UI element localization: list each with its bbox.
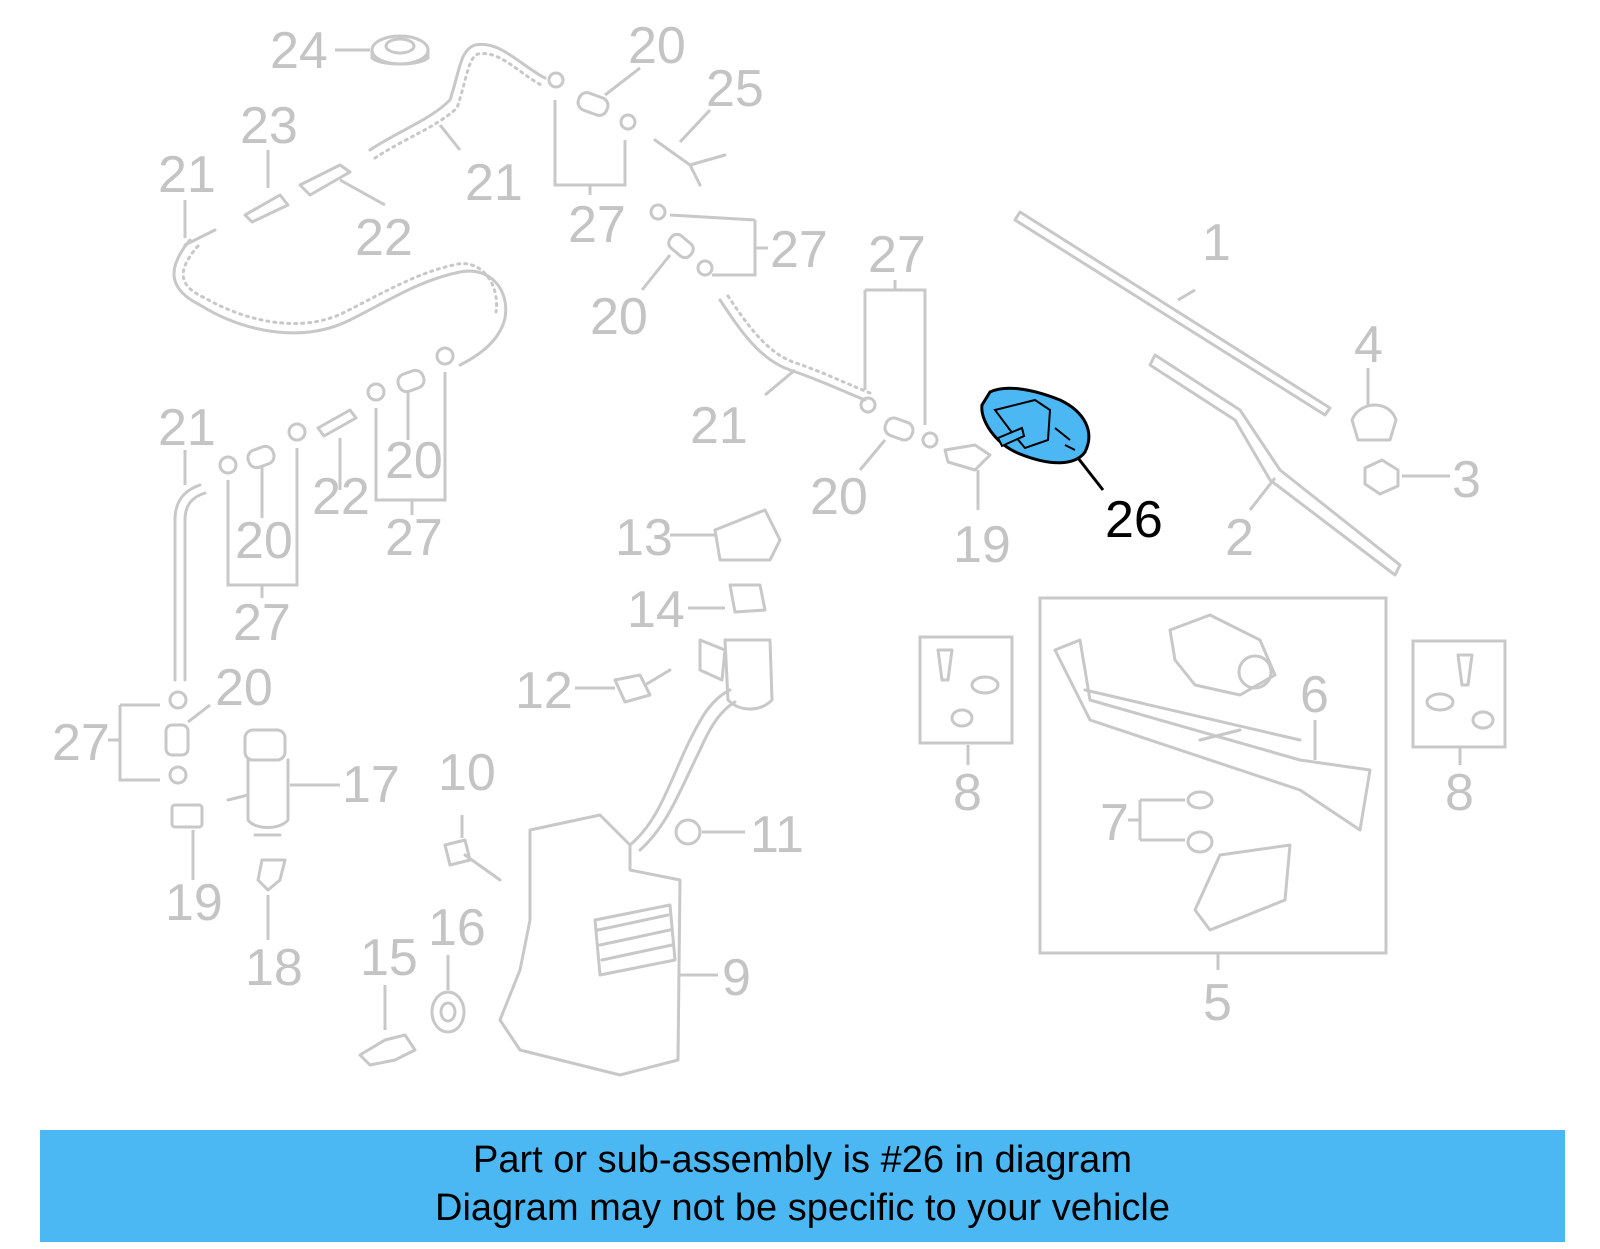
callout-9: 9 (722, 949, 751, 1007)
callout-27: 27 (385, 509, 443, 567)
callout-22: 22 (355, 209, 413, 267)
hose-left-vertical (164, 346, 455, 829)
callout-14: 14 (627, 581, 685, 639)
callout-20: 20 (590, 288, 648, 346)
callout-11: 11 (750, 806, 804, 864)
callout-21: 21 (158, 399, 216, 457)
callout-20: 20 (628, 17, 686, 75)
nut-3 (1363, 458, 1400, 496)
callout-19: 19 (165, 874, 223, 932)
box-part-5 (1038, 596, 1388, 955)
callout-25: 25 (706, 60, 764, 118)
callout-16: 16 (428, 899, 486, 957)
sensor-15 (358, 1033, 417, 1067)
callout-8: 8 (1445, 764, 1474, 822)
washer-pump-17 (226, 728, 290, 892)
callout-18: 18 (245, 939, 303, 997)
callout-13: 13 (615, 509, 673, 567)
bolt-12 (613, 668, 672, 704)
leader-lines (108, 48, 1462, 1030)
callout-24: 24 (270, 22, 328, 80)
bolt-10 (443, 838, 502, 882)
callout-7: 7 (1100, 794, 1129, 852)
plug-24 (370, 34, 430, 66)
callout-20: 20 (215, 659, 273, 717)
connector-22-upper (298, 163, 352, 197)
callout-19: 19 (953, 516, 1011, 574)
callout-26-highlighted: 26 (1105, 491, 1163, 549)
leader-26 (1076, 457, 1105, 491)
box-part-8-left (918, 635, 1014, 745)
callout-3: 3 (1452, 451, 1481, 509)
y-connector-25 (653, 138, 727, 187)
cap-13 (713, 508, 782, 562)
callout-2: 2 (1225, 509, 1254, 567)
callout-27: 27 (770, 221, 828, 279)
callout-27: 27 (52, 714, 110, 772)
grommet-16 (430, 990, 466, 1034)
callout-6: 6 (1300, 666, 1329, 724)
wiper-arm-2 (1148, 353, 1402, 577)
callout-20: 20 (385, 432, 443, 490)
washer-tank-9 (498, 688, 737, 1077)
callout-22: 22 (312, 468, 370, 526)
hose-middle (649, 203, 992, 472)
callout-21: 21 (690, 397, 748, 455)
callout-15: 15 (360, 929, 418, 987)
callout-27: 27 (568, 196, 626, 254)
wiper-linkage-5 (1053, 613, 1372, 932)
info-banner: Part or sub-assembly is #26 in diagram D… (40, 1130, 1565, 1242)
hose-upper-right (368, 42, 547, 160)
callout-21: 21 (158, 146, 216, 204)
callout-12: 12 (515, 662, 573, 720)
callout-27: 27 (868, 226, 926, 284)
callout-8: 8 (953, 764, 982, 822)
hose-upper-loop (172, 228, 508, 367)
callout-20: 20 (810, 468, 868, 526)
callout-5: 5 (1203, 974, 1232, 1032)
clip-and-tube-top (547, 71, 637, 131)
nut-11 (674, 818, 702, 846)
filler-neck-14 (698, 583, 774, 711)
banner-line-disclaimer: Diagram may not be specific to your vehi… (435, 1187, 1170, 1229)
banner-line-part: Part or sub-assembly is #26 in diagram (473, 1139, 1132, 1181)
bushings-8-left (936, 648, 1000, 728)
callout-1: 1 (1202, 214, 1231, 272)
callout-20: 20 (235, 512, 293, 570)
callout-labels: 24 23 21 22 21 20 25 27 27 20 27 21 20 1… (52, 17, 1481, 1032)
cap-4 (1350, 403, 1398, 442)
callout-27: 27 (233, 594, 291, 652)
connector-23 (243, 193, 290, 224)
callout-23: 23 (240, 97, 298, 155)
callout-17: 17 (342, 756, 400, 814)
bushings-8-right (1425, 653, 1495, 730)
callout-4: 4 (1354, 316, 1383, 374)
washer-nozzle-26[interactable] (980, 386, 1091, 465)
callout-10: 10 (438, 744, 496, 802)
wiper-blade-1 (1013, 210, 1332, 417)
callout-21: 21 (465, 154, 523, 212)
